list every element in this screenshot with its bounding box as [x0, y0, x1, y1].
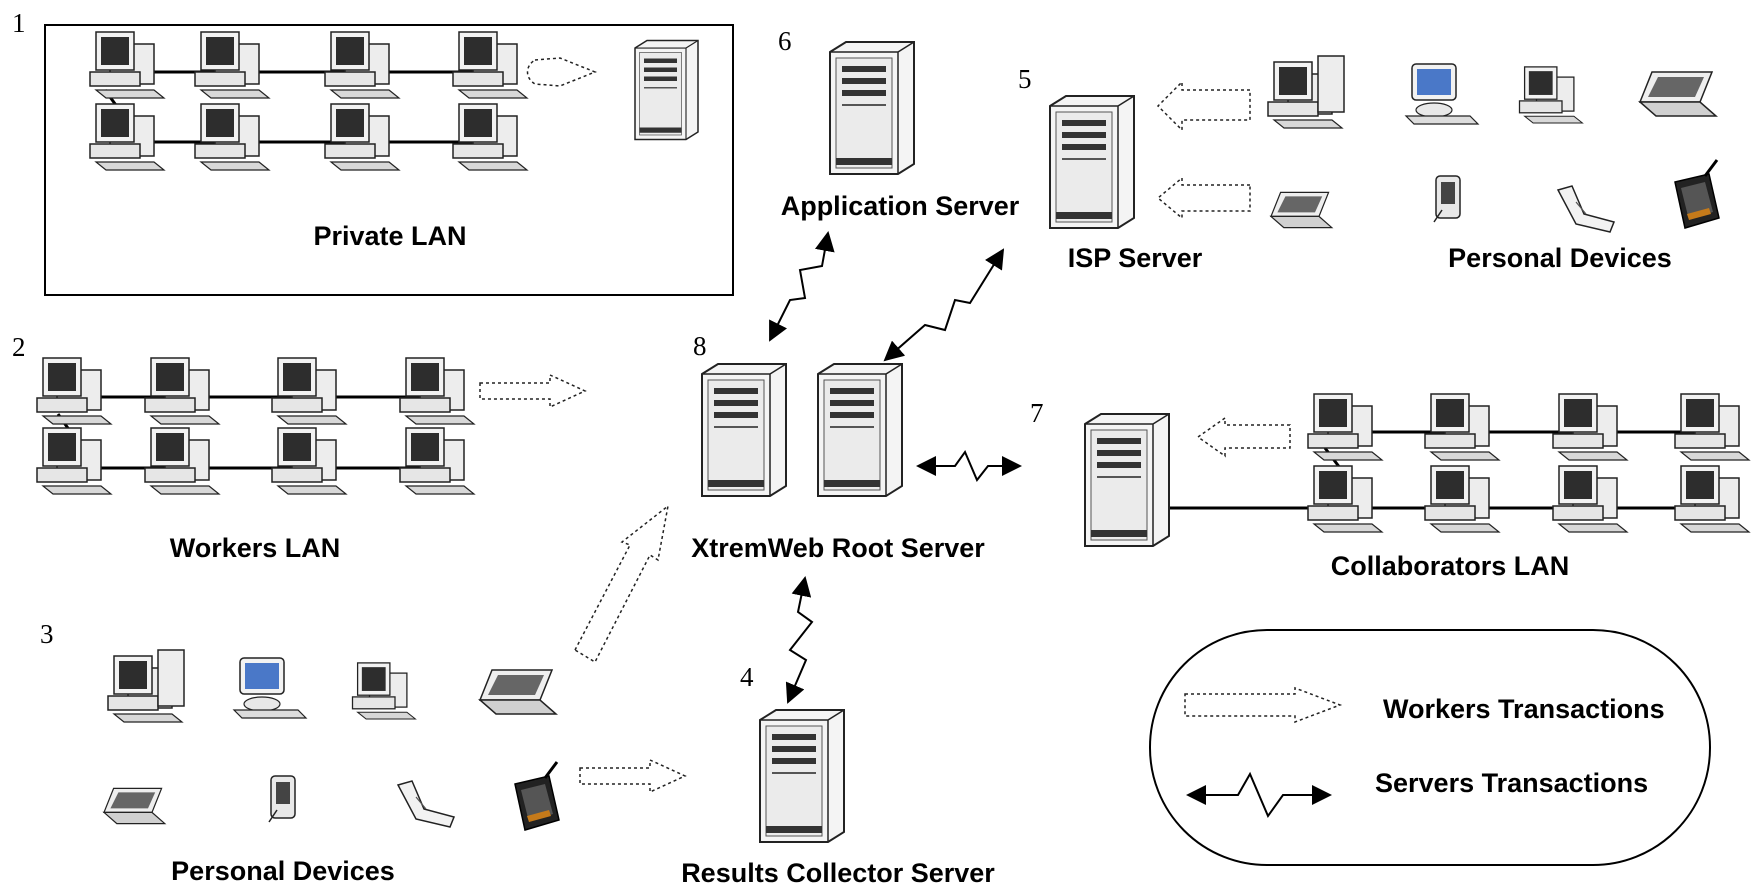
- pda-icon: [1433, 175, 1461, 223]
- private-lan-frame: [44, 24, 734, 296]
- section-number-5: 5: [1018, 64, 1032, 94]
- section-number-6: 6: [778, 26, 792, 56]
- desktop-pc-icon: [399, 427, 475, 495]
- desktop-pc-icon: [1424, 465, 1500, 533]
- desktop-pc-icon: [194, 31, 270, 99]
- workers-lan-links: [56, 395, 430, 470]
- private-lan-label: Private LAN: [313, 221, 466, 251]
- section-number-8: 8: [693, 331, 707, 361]
- desktop-pc-icon: [1674, 465, 1750, 533]
- laptop-icon: [103, 787, 166, 825]
- desktop-pc-icon: [324, 103, 400, 171]
- desktop-pc-icon: [324, 31, 400, 99]
- desktop-pc-icon: [1518, 66, 1584, 124]
- legend-workers-arrow: [1184, 686, 1343, 724]
- desktop-pc-icon: [194, 103, 270, 171]
- tower-server-icon: [634, 39, 699, 141]
- tower-server-icon: [1049, 95, 1135, 229]
- desktop-pc-icon: [351, 662, 417, 720]
- desktop-pc-icon: [144, 427, 220, 495]
- tower-server-icon: [817, 363, 903, 497]
- desktop-pc-icon: [1674, 393, 1750, 461]
- private-lan-links: [103, 70, 480, 144]
- desktop-pc-icon: [1307, 393, 1383, 461]
- workers-transaction-arrow: [579, 759, 686, 793]
- desktop-pc-icon: [271, 357, 347, 425]
- phone-icon: [397, 780, 455, 828]
- root-server-label: XtremWeb Root Server: [691, 533, 985, 563]
- desktop-pc-icon: [452, 31, 528, 99]
- section-number-1: 1: [12, 8, 26, 38]
- collaborators-lan-label: Collaborators LAN: [1331, 551, 1570, 581]
- desktop-pc-icon: [1307, 465, 1383, 533]
- workers-transaction-arrow: [479, 374, 586, 408]
- laptop-icon: [1639, 71, 1717, 117]
- tower-server-icon: [829, 41, 915, 175]
- desktop-pc-icon: [452, 103, 528, 171]
- tablet-icon: [513, 760, 561, 832]
- desktop-pc-icon: [1552, 465, 1628, 533]
- legend-servers-label: Servers Transactions: [1375, 768, 1648, 798]
- application-server-label: Application Server: [781, 191, 1020, 221]
- personal-devices-label: Personal Devices: [171, 856, 395, 886]
- laptop-icon: [479, 669, 557, 715]
- desktop-pc-icon: [89, 103, 165, 171]
- legend-workers-label: Workers Transactions: [1383, 694, 1665, 724]
- desktop-pc-icon: [1424, 393, 1500, 461]
- tower-server-icon: [1084, 413, 1170, 547]
- section-number-2: 2: [12, 332, 26, 362]
- desktop-pc-icon: [36, 357, 112, 425]
- isp-server-label: ISP Server: [1068, 243, 1203, 273]
- section-number-3: 3: [40, 619, 54, 649]
- section-number-4: 4: [740, 662, 754, 692]
- desktop-pc-icon: [271, 427, 347, 495]
- servers-transaction-arrow: [785, 576, 814, 704]
- desktop-pc-icon: [1267, 55, 1345, 129]
- results-collector-label: Results Collector Server: [681, 858, 995, 886]
- desktop-pc-icon: [89, 31, 165, 99]
- isp-personal-devices-label: Personal Devices: [1448, 243, 1672, 273]
- tower-server-icon: [759, 709, 845, 843]
- desktop-pc-icon: [1552, 393, 1628, 461]
- servers-transaction-arrow: [769, 231, 835, 342]
- desktop-pc-icon: [36, 427, 112, 495]
- laptop-icon: [1270, 191, 1333, 229]
- desktop-pc-icon: [399, 357, 475, 425]
- workers-lan-label: Workers LAN: [170, 533, 341, 563]
- blue-monitor-pc-icon: [1404, 63, 1480, 125]
- legend-box: [1149, 629, 1711, 866]
- pda-icon: [268, 775, 296, 823]
- tower-server-icon: [701, 363, 787, 497]
- workers-transaction-arrow: [1156, 80, 1251, 132]
- servers-transaction-arrow: [883, 248, 1005, 362]
- workers-transaction-arrow: [526, 57, 598, 87]
- tablet-icon: [1673, 158, 1721, 230]
- desktop-pc-icon: [107, 649, 185, 723]
- section-number-7: 7: [1030, 398, 1044, 428]
- phone-icon: [1557, 185, 1615, 233]
- workers-transaction-arrow: [1196, 416, 1291, 458]
- servers-transaction-arrow: [916, 449, 1022, 482]
- workers-transaction-arrow: [1156, 176, 1251, 220]
- legend-servers-arrow: [1186, 771, 1332, 819]
- workers-transaction-arrow: [574, 504, 670, 664]
- desktop-pc-icon: [144, 357, 220, 425]
- blue-monitor-pc-icon: [232, 657, 308, 719]
